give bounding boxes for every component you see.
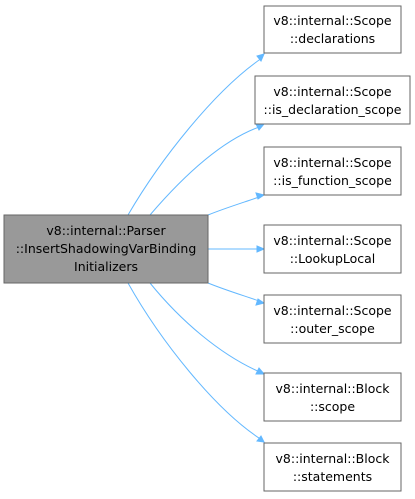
- callee-node-label-line-1: v8::internal::Scope: [273, 13, 392, 28]
- edge-to-is-function-scope: [207, 195, 263, 216]
- callee-node-label-line-2: ::is_declaration_scope: [264, 102, 402, 117]
- edge-to-block-scope: [149, 282, 263, 374]
- edge-arrowhead: [255, 367, 266, 375]
- callee-node-label-line-2: ::statements: [293, 469, 372, 484]
- root-node-label-line-3: Initializers: [74, 259, 138, 274]
- edge-arrowhead: [256, 245, 266, 253]
- edge-to-outer-scope: [207, 282, 263, 303]
- root-node-label-line-1: v8::internal::Parser: [46, 223, 166, 238]
- edge-to-block-statements: [127, 282, 263, 441]
- callee-node-label-line-2: ::is_function_scope: [273, 173, 392, 188]
- callee-node-label-line-1: v8::internal::Scope: [273, 84, 392, 99]
- edge-arrowhead: [256, 435, 265, 443]
- callee-node-scope-lookup-local[interactable]: v8::internal::Scope ::LookupLocal: [263, 224, 402, 274]
- callee-node-scope-is-declaration-scope[interactable]: v8::internal::Scope ::is_declaration_sco…: [254, 75, 411, 125]
- edge-arrowhead: [256, 53, 265, 62]
- root-node-label-line-2: ::InsertShadowingVarBinding: [16, 241, 197, 256]
- edge-arrowhead: [255, 192, 266, 200]
- edge-arrowhead: [255, 298, 266, 306]
- callee-node-label-line-2: ::scope: [310, 399, 355, 414]
- callee-node-label-line-2: ::LookupLocal: [290, 251, 376, 266]
- callee-node-label-line-1: v8::internal::Scope: [273, 303, 392, 318]
- callee-node-scope-declarations[interactable]: v8::internal::Scope ::declarations: [263, 5, 402, 54]
- edge-to-is-declaration-scope: [149, 125, 263, 216]
- callee-node-label-line-2: ::outer_scope: [290, 321, 375, 336]
- callee-node-scope-outer-scope[interactable]: v8::internal::Scope ::outer_scope: [263, 294, 402, 344]
- callee-node-label-line-1: v8::internal::Block: [276, 451, 391, 466]
- callee-node-label-line-2: ::declarations: [290, 31, 375, 46]
- callee-node-block-statements[interactable]: v8::internal::Block ::statements: [263, 442, 402, 492]
- edge-to-declarations: [127, 57, 263, 216]
- callee-node-label-line-1: v8::internal::Block: [276, 381, 391, 396]
- root-node-parser-insert-shadowing-var-binding-initializers[interactable]: v8::internal::Parser ::InsertShadowingVa…: [3, 214, 209, 284]
- callee-node-scope-is-function-scope[interactable]: v8::internal::Scope ::is_function_scope: [263, 146, 402, 196]
- callee-node-label-line-1: v8::internal::Scope: [273, 233, 392, 248]
- callee-node-label-line-1: v8::internal::Scope: [273, 155, 392, 170]
- edge-arrowhead: [255, 123, 266, 131]
- callee-node-block-scope[interactable]: v8::internal::Block ::scope: [263, 372, 402, 422]
